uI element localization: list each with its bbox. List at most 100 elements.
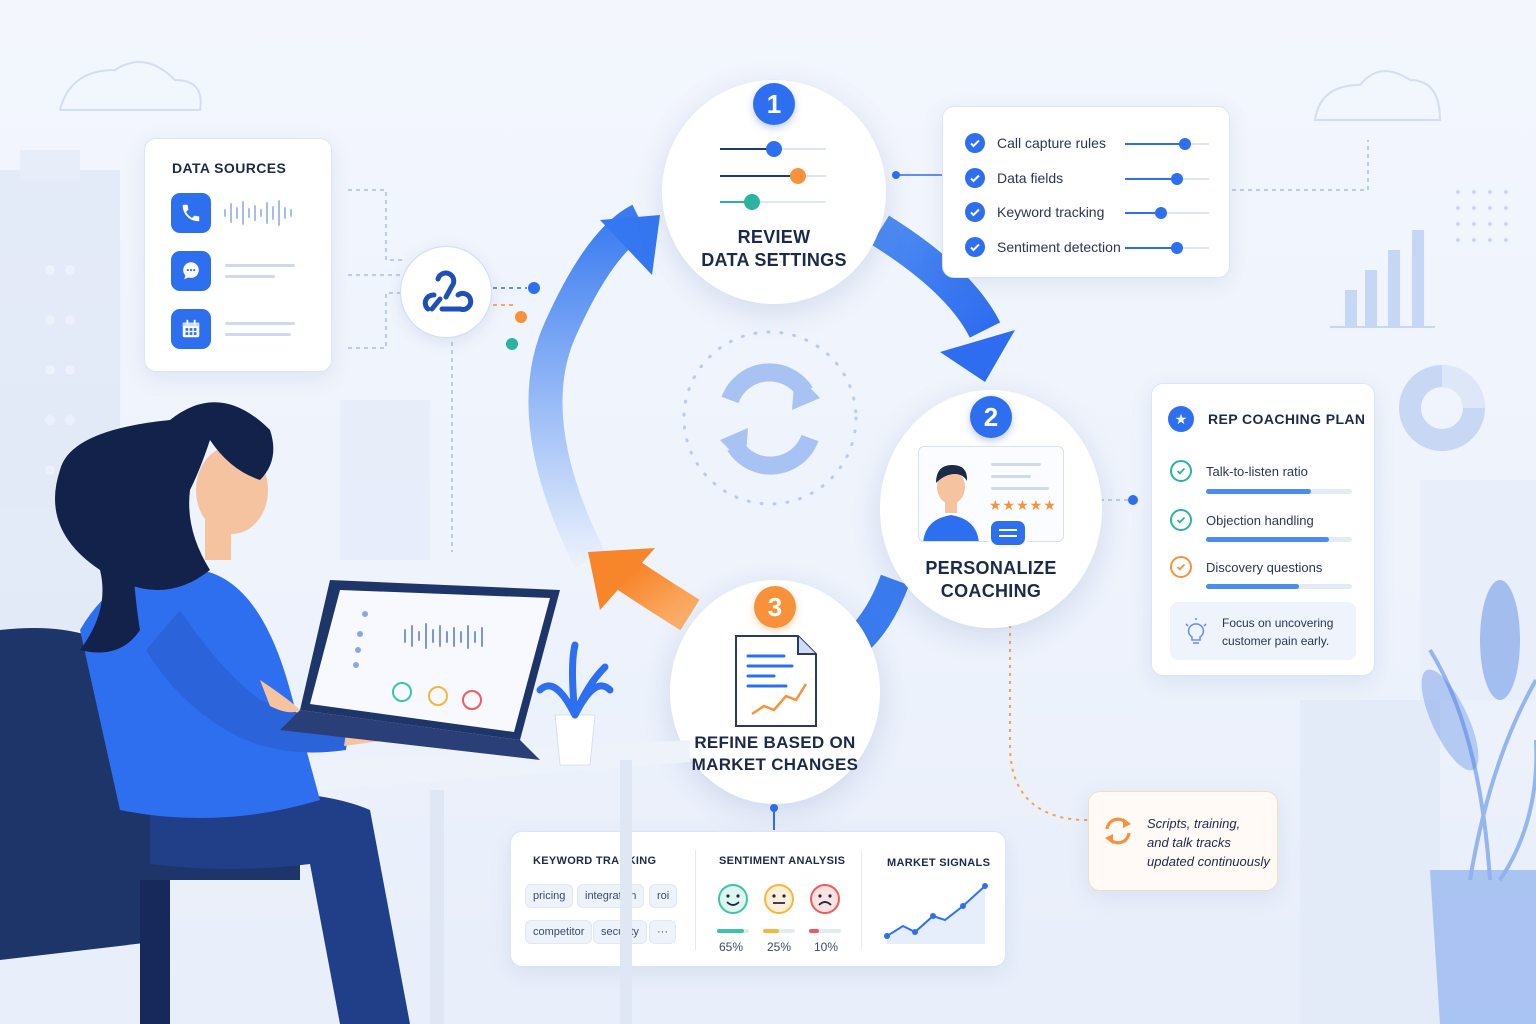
settings-slider-1 xyxy=(720,141,826,157)
calendar-preview-lines xyxy=(225,322,295,336)
neutral-face-icon xyxy=(764,884,794,914)
arrow-left-head xyxy=(600,215,660,275)
data-sources-card: DATA SOURCES xyxy=(144,138,332,372)
callout-line-3: updated continuously xyxy=(1147,854,1270,869)
data-sources-title: DATA SOURCES xyxy=(172,160,287,176)
step-3-refine-market-changes[interactable]: 3 REFINE BASED ON MARKET CHANGES xyxy=(670,580,880,804)
setting-label: Call capture rules xyxy=(997,135,1106,151)
plan-progress-fill xyxy=(1206,584,1300,589)
plan-progress-fill xyxy=(1206,489,1312,494)
settings-slider-2 xyxy=(720,168,826,184)
plan-item-label: Objection handling xyxy=(1206,512,1314,528)
calendar-icon xyxy=(171,309,211,349)
webhook-icon xyxy=(422,270,474,312)
divider xyxy=(695,850,696,950)
star-rating-icon: ★★★★★ xyxy=(989,497,1057,513)
sentiment-analysis-title: SENTIMENT ANALYSIS xyxy=(719,855,846,867)
setting-label: Data fields xyxy=(997,170,1064,186)
source-chat[interactable] xyxy=(171,251,295,291)
arrow-left-arc xyxy=(528,204,649,568)
check-icon xyxy=(965,202,985,222)
plan-progress-bar xyxy=(1206,584,1352,589)
setting-slider[interactable] xyxy=(1125,242,1209,254)
coaching-plan-title: REP COACHING PLAN xyxy=(1208,411,1366,427)
happy-face-icon xyxy=(718,884,748,914)
tip-line-2: customer pain early. xyxy=(1222,634,1330,648)
keyword-chip[interactable]: competitor xyxy=(525,920,593,944)
woman-at-laptop-illustration xyxy=(0,402,690,1024)
sentiment-bar-neutral xyxy=(763,929,795,933)
setting-slider[interactable] xyxy=(1125,138,1209,150)
sentiment-bar-negative xyxy=(809,929,841,933)
integration-hub[interactable] xyxy=(400,246,492,338)
check-icon xyxy=(965,237,985,257)
source-phone[interactable] xyxy=(171,193,301,233)
star-badge-icon: ★ xyxy=(1168,406,1194,432)
sentiment-fill-neutral xyxy=(763,929,779,933)
sad-face-icon xyxy=(810,884,840,914)
setting-label: Sentiment detection xyxy=(997,239,1121,255)
avatar xyxy=(923,465,979,541)
divider xyxy=(861,850,862,950)
check-circle-icon xyxy=(1170,460,1192,482)
step-2-badge: 2 xyxy=(970,396,1012,438)
plan-progress-bar xyxy=(1206,489,1352,494)
plan-item-label: Talk-to-listen ratio xyxy=(1206,463,1308,479)
check-circle-icon xyxy=(1170,556,1192,578)
arrow-right-head xyxy=(940,330,1015,382)
arrow-orange-head xyxy=(588,548,655,610)
setting-slider[interactable] xyxy=(1125,173,1209,185)
callout-line-1: Scripts, training, xyxy=(1147,816,1241,831)
setting-call-capture-rules[interactable]: Call capture rules xyxy=(965,132,1205,154)
arrow-orange-body xyxy=(617,560,700,631)
source-calendar[interactable] xyxy=(171,309,295,349)
plan-item-discovery-questions[interactable]: Discovery questions xyxy=(1170,556,1322,578)
keyword-chip[interactable]: pricing xyxy=(525,884,574,908)
phone-icon xyxy=(171,193,211,233)
step-1-review-data-settings[interactable]: 1 REVIEW DATA SETTINGS xyxy=(662,80,886,304)
settings-slider-3 xyxy=(720,194,826,210)
sentiment-fill-negative xyxy=(809,929,819,933)
chat-preview-lines xyxy=(225,264,295,278)
setting-sentiment-detection[interactable]: Sentiment detection xyxy=(965,236,1205,258)
refresh-icon xyxy=(1105,817,1131,845)
check-circle-icon xyxy=(1170,509,1192,531)
message-bubble-icon xyxy=(988,518,1028,548)
data-settings-card: Call capture rules Data fields Keyword t… xyxy=(942,106,1230,278)
rep-coaching-plan-card: ★ REP COACHING PLAN Talk-to-listen ratio… xyxy=(1151,383,1375,676)
keyword-chip[interactable]: integration xyxy=(577,884,645,908)
step-1-label: REVIEW DATA SETTINGS xyxy=(701,227,847,270)
step-3-badge: 3 xyxy=(754,586,796,628)
plan-item-label: Discovery questions xyxy=(1206,559,1323,575)
step-2-personalize-coaching[interactable]: 2 ★★★★★ PERSONALIZE COACHING xyxy=(880,390,1102,628)
arrow-right-arc xyxy=(870,215,1001,339)
step-3-label: REFINE BASED ON MARKET CHANGES xyxy=(691,733,859,774)
check-icon xyxy=(965,168,985,188)
market-signals-trend-chart xyxy=(884,883,988,944)
sentiment-fill-positive xyxy=(717,929,744,933)
more-keywords-chip[interactable]: ··· xyxy=(649,920,676,944)
plan-progress-fill xyxy=(1206,537,1329,542)
keyword-chip[interactable]: roi xyxy=(649,884,678,908)
coaching-tip: Focus on uncovering customer pain early. xyxy=(1170,602,1356,660)
lightbulb-icon xyxy=(1185,618,1207,644)
setting-data-fields[interactable]: Data fields xyxy=(965,167,1205,189)
step-1-badge: 1 xyxy=(753,83,795,125)
setting-keyword-tracking[interactable]: Keyword tracking xyxy=(965,201,1205,223)
step-2-label: PERSONALIZE COACHING xyxy=(925,558,1057,601)
positive-percent: 65% xyxy=(719,940,744,954)
plan-progress-bar xyxy=(1206,537,1352,542)
market-insights-panel: KEYWORD TRACKING pricing integration roi… xyxy=(510,831,1006,967)
plan-item-objection-handling[interactable]: Objection handling xyxy=(1170,509,1314,531)
continuous-update-callout: Scripts, training, and talk tracks updat… xyxy=(1088,791,1278,891)
plan-item-talk-to-listen[interactable]: Talk-to-listen ratio xyxy=(1170,460,1308,482)
market-signals-title: MARKET SIGNALS xyxy=(887,857,991,869)
audio-waveform-icon xyxy=(224,200,292,226)
report-document-icon xyxy=(735,635,817,727)
setting-slider[interactable] xyxy=(1125,207,1209,219)
check-icon xyxy=(965,133,985,153)
callout-line-2: and talk tracks xyxy=(1147,835,1231,850)
negative-percent: 10% xyxy=(814,940,839,954)
